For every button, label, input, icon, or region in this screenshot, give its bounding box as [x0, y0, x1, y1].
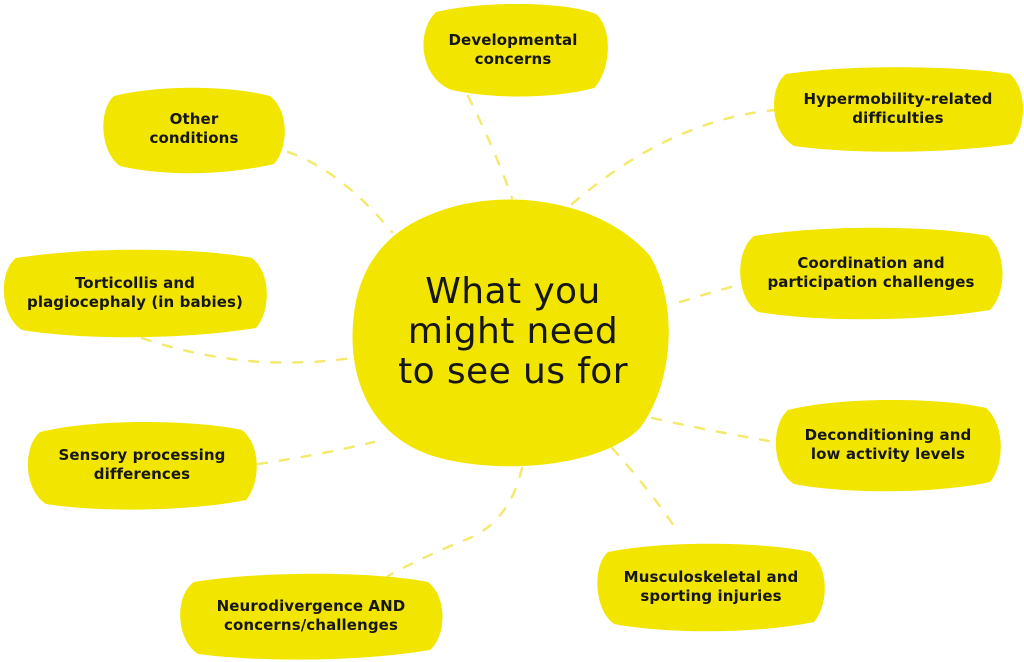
topic-label-line-2: sporting injuries — [640, 587, 782, 605]
center-blob-shape — [352, 199, 669, 467]
topic-label: Coordination and participation challenge… — [738, 228, 1004, 318]
topic-other-conditions: Other conditions — [102, 87, 286, 174]
connector-neurodivergence — [386, 466, 524, 578]
topic-label-line-2: participation challenges — [767, 273, 975, 291]
topic-label-line-1: Coordination and — [797, 254, 945, 272]
connector-musculoskeletal — [610, 446, 680, 534]
topic-label-line-1: Deconditioning and — [804, 426, 972, 444]
topic-label-line-1: Musculoskeletal and — [623, 568, 799, 586]
topic-blob-shape — [3, 249, 267, 338]
center-title-line-1: What you — [425, 271, 601, 312]
topic-label-line-1: Hypermobility-related — [803, 90, 993, 108]
topic-label-line-2: concerns/challenges — [223, 616, 398, 634]
connector-developmental — [466, 94, 514, 200]
topic-torticollis: Torticollis and plagiocephaly (in babies… — [2, 249, 268, 338]
topic-developmental-concerns: Developmental concerns — [418, 3, 608, 97]
center-title-line-2: might need — [407, 311, 619, 352]
topic-label-line-2: concerns — [474, 50, 552, 68]
topic-blob-shape — [740, 227, 1003, 320]
topic-label-line-2: difficulties — [852, 109, 944, 127]
topic-label: Musculoskeletal and sporting injuries — [596, 544, 826, 630]
connector-torticollis — [140, 336, 354, 364]
topic-label: Neurodivergence AND concerns/challenges — [178, 574, 444, 658]
topic-label: Other conditions — [102, 88, 286, 170]
topic-blob-shape — [775, 400, 1001, 492]
topic-label-line-2: conditions — [149, 129, 239, 147]
topic-label-line-1: Torticollis and — [74, 274, 196, 292]
topic-label-line-2: differences — [93, 465, 191, 483]
topic-label-line-1: Neurodivergence AND — [216, 597, 406, 615]
topic-sensory-processing: Sensory processing differences — [26, 422, 258, 510]
topic-coordination: Coordination and participation challenge… — [738, 227, 1004, 320]
center-topic: What you might need to see us for — [350, 196, 676, 468]
topic-label-line-1: Developmental — [448, 31, 578, 49]
connector-hypermobility — [570, 108, 777, 206]
topic-blob-shape — [103, 87, 285, 174]
topic-label-line-2: plagiocephaly (in babies) — [26, 293, 244, 311]
topic-label: Hypermobility-related difficulties — [772, 68, 1024, 150]
topic-label: Deconditioning and low activity levels — [774, 400, 1002, 490]
topic-blob-shape — [597, 543, 825, 632]
connector-coordination — [678, 282, 744, 304]
center-title: What you might need to see us for — [350, 196, 676, 468]
topic-blob-shape — [180, 573, 443, 660]
topic-neurodivergence: Neurodivergence AND concerns/challenges — [178, 573, 444, 660]
topic-label: Developmental concerns — [418, 4, 608, 96]
topic-blob-shape — [774, 67, 1023, 152]
topic-blob-shape — [27, 422, 257, 510]
topic-deconditioning: Deconditioning and low activity levels — [774, 400, 1002, 492]
topic-label-line-1: Sensory processing — [58, 446, 226, 464]
topic-musculoskeletal: Musculoskeletal and sporting injuries — [596, 543, 826, 632]
topic-label: Sensory processing differences — [26, 422, 258, 508]
connector-other — [286, 150, 394, 234]
topic-hypermobility: Hypermobility-related difficulties — [772, 67, 1024, 152]
connector-deconditioning — [650, 416, 777, 444]
topic-label-line-1: Other — [169, 110, 219, 128]
topic-blob-shape — [423, 3, 608, 97]
topic-label-line-2: low activity levels — [810, 445, 966, 463]
topic-label: Torticollis and plagiocephaly (in babies… — [2, 250, 268, 336]
center-title-line-3: to see us for — [398, 351, 628, 392]
